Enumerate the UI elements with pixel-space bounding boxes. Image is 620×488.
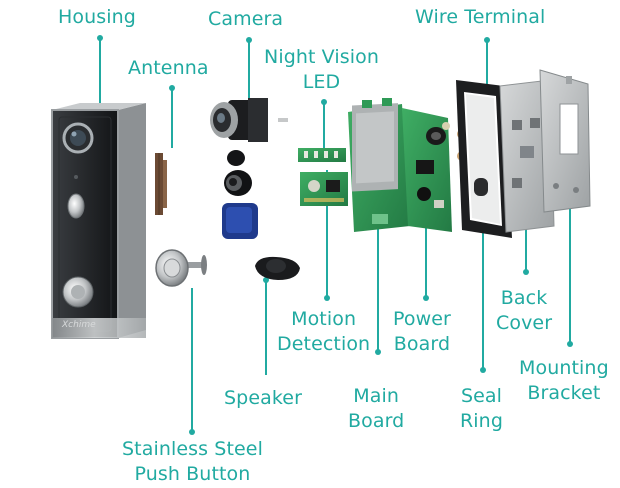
label-push-button: Stainless Steel Push Button [122, 438, 263, 485]
push-button-part [155, 249, 207, 287]
antenna-part [155, 153, 167, 215]
housing-part [51, 103, 146, 339]
label-antenna: Antenna [128, 57, 209, 79]
lens-cover-part [222, 203, 258, 239]
speaker-part [255, 256, 300, 280]
label-mounting-bracket: Mounting Bracket [519, 357, 609, 404]
label-housing: Housing [58, 6, 136, 28]
main-board-part [348, 98, 410, 232]
night-vision-led-board [298, 148, 346, 162]
brand-logo: Xchime [61, 320, 96, 330]
leader-dots [97, 35, 573, 435]
motion-detection-board [300, 172, 348, 206]
label-main-board: Main Board [348, 385, 405, 432]
back-cover-part [499, 79, 555, 233]
camera-part [210, 98, 288, 196]
label-speaker: Speaker [224, 387, 302, 409]
power-board-part [402, 108, 452, 232]
seal-ring-part [456, 80, 512, 238]
label-wire-terminal: Wire Terminal [415, 6, 546, 28]
label-motion-detection: Motion Detection [277, 308, 371, 355]
label-back-cover: Back Cover [496, 287, 553, 334]
label-power-board: Power Board [393, 308, 451, 355]
label-seal-ring: Seal Ring [460, 385, 503, 432]
label-night-vision-led: Night Vision LED [264, 46, 379, 93]
label-camera: Camera [208, 8, 284, 30]
mounting-bracket-part [539, 69, 591, 213]
